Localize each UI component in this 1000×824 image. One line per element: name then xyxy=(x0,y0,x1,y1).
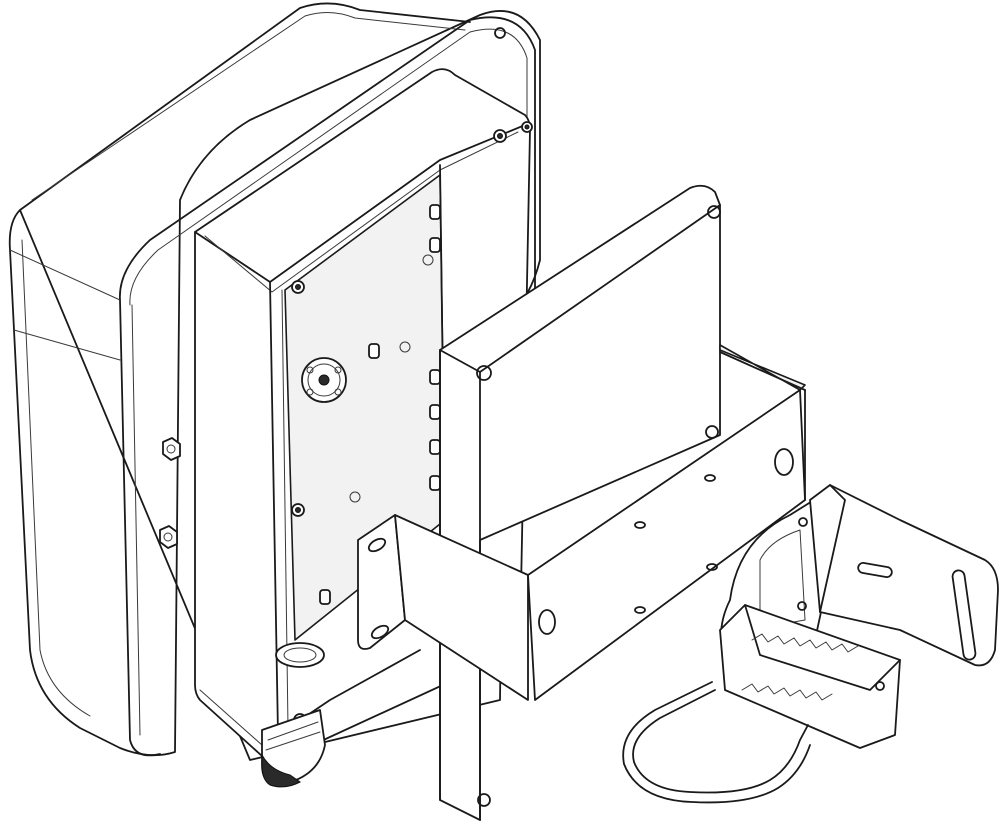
rf-connector-flange xyxy=(301,357,347,403)
plate-hole-top-right xyxy=(707,205,721,219)
u-channel-bracket xyxy=(357,344,806,701)
enclosure-corner-screw-top-left xyxy=(291,280,305,294)
plate-hole-bottom-right xyxy=(705,425,719,439)
radome-hex-nut-lower xyxy=(159,525,178,549)
enclosure-corner-screw-mid-left xyxy=(291,503,305,517)
pole-clamp-bracket xyxy=(719,484,999,749)
u-bolt xyxy=(622,681,811,804)
plate-hole-bottom-left xyxy=(477,793,491,807)
clamp-slot-horizontal xyxy=(857,562,893,578)
plate-hole-top-left xyxy=(476,365,492,381)
cable-gland xyxy=(261,642,326,788)
radome-corner-hole xyxy=(494,27,506,39)
enclosure-corner-screw-top-right xyxy=(493,129,507,143)
panel-standoffs xyxy=(319,204,441,605)
clamp-slot-vertical xyxy=(951,569,977,661)
enclosure-corner-screw-top-right-2 xyxy=(521,121,533,133)
radome-hex-nut-upper xyxy=(162,437,181,461)
bracket-pins xyxy=(634,474,718,614)
